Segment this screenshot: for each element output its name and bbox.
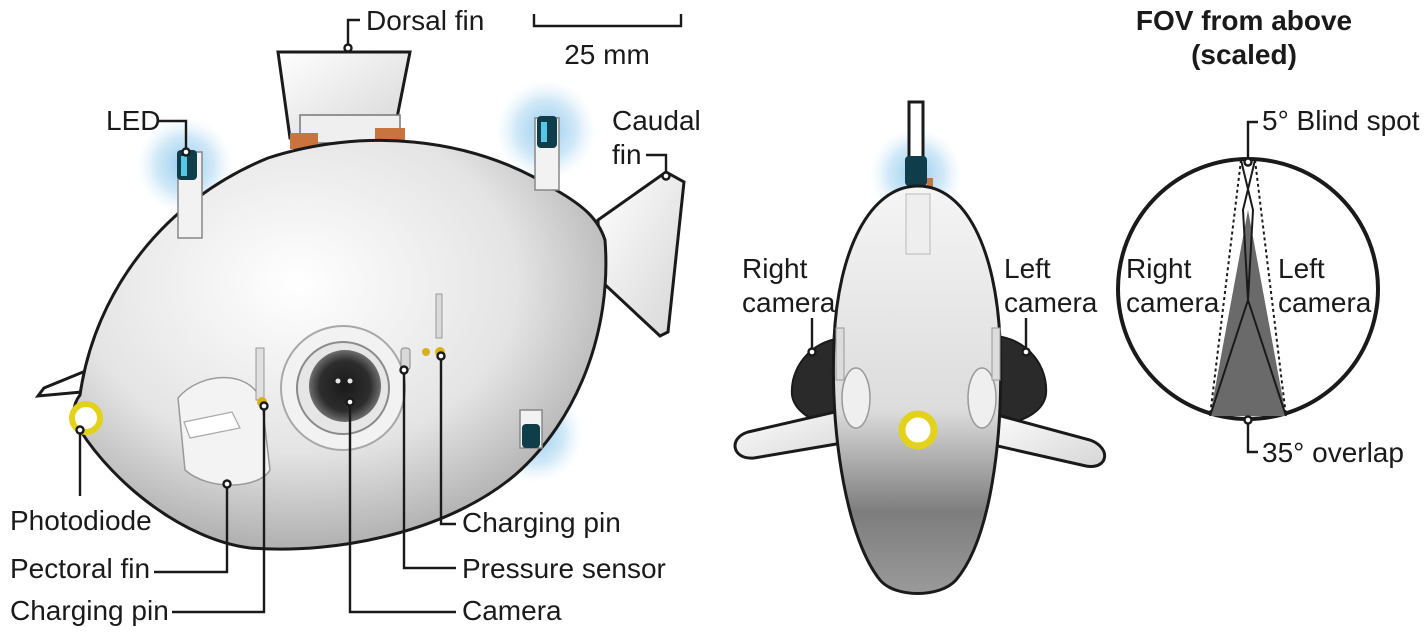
front-left-pectoral-fin [978, 410, 1107, 468]
fov-left-camera-line1: Left [1278, 253, 1325, 284]
fov-panel: FOV from above (scaled) 5° Blind spot 35… [1116, 5, 1420, 468]
fov-right-camera-line2: camera [1126, 287, 1220, 318]
fov-title-line1: FOV from above [1136, 5, 1352, 36]
scale-bar: 25 mm [532, 14, 683, 70]
fov-left-camera-line2: camera [1278, 287, 1372, 318]
label-pressure-sensor: Pressure sensor [462, 553, 666, 584]
label-front-left-camera-line2: camera [1004, 287, 1098, 318]
pectoral-fin [177, 376, 271, 486]
label-photodiode: Photodiode [10, 505, 152, 536]
pectoral-hinge [255, 347, 265, 401]
label-caudal-fin-line1: Caudal [612, 105, 701, 136]
side-view [34, 50, 686, 551]
label-dorsal-fin: Dorsal fin [366, 5, 484, 36]
front-left-hinge [991, 327, 1001, 381]
fov-left-camera-edge [1254, 159, 1287, 417]
front-left-camera-disc [967, 367, 997, 429]
charging-pin-slot [435, 293, 443, 339]
side-view-labels: Dorsal fin LED Caudal fin Photodiode Pec… [10, 5, 701, 626]
label-front-right-camera-line1: Right [742, 253, 808, 284]
label-front-left-camera-line1: Left [1004, 253, 1051, 284]
led-post-left [177, 150, 203, 239]
label-led: LED [106, 105, 160, 136]
led-post-bottom [519, 409, 543, 449]
front-right-hinge [835, 327, 845, 381]
fov-title-line2: (scaled) [1191, 39, 1297, 70]
photodiode-ring [69, 401, 103, 435]
front-right-pectoral-fin [733, 406, 862, 460]
led-post-right [534, 116, 560, 191]
scale-bar-label: 25 mm [564, 39, 650, 70]
label-front-right-camera-line2: camera [742, 287, 836, 318]
front-body [832, 184, 1003, 595]
fov-right-camera-edge [1209, 159, 1242, 417]
dorsal-fin [276, 50, 412, 149]
front-view [733, 100, 1107, 595]
label-charging-pin-left: Charging pin [10, 595, 169, 626]
fov-right-camera-line1: Right [1126, 253, 1192, 284]
label-pectoral-fin: Pectoral fin [10, 553, 150, 584]
front-stem-inner [905, 193, 931, 255]
fov-left-inner-line [1241, 159, 1287, 417]
front-copper [927, 178, 933, 190]
label-camera: Camera [462, 595, 562, 626]
label-charging-pin-right: Charging pin [462, 507, 621, 538]
caudal-fin [596, 170, 686, 338]
fov-overlap-label: 35° overlap [1262, 437, 1404, 468]
fov-blind-spot-label: 5° Blind spot [1262, 105, 1420, 136]
front-led-core [905, 156, 927, 186]
front-photodiode-ring [898, 410, 938, 450]
front-view-labels: Right camera Left camera [742, 253, 1098, 357]
label-caudal-fin-line2: fin [612, 139, 642, 170]
charging-pin-right-dot-2 [422, 348, 430, 356]
fov-overlap-region [1210, 210, 1286, 416]
fov-right-inner-line [1209, 159, 1255, 417]
front-left-camera-housing [994, 334, 1048, 426]
camera-housing [280, 325, 406, 451]
front-right-camera-disc [841, 367, 871, 429]
